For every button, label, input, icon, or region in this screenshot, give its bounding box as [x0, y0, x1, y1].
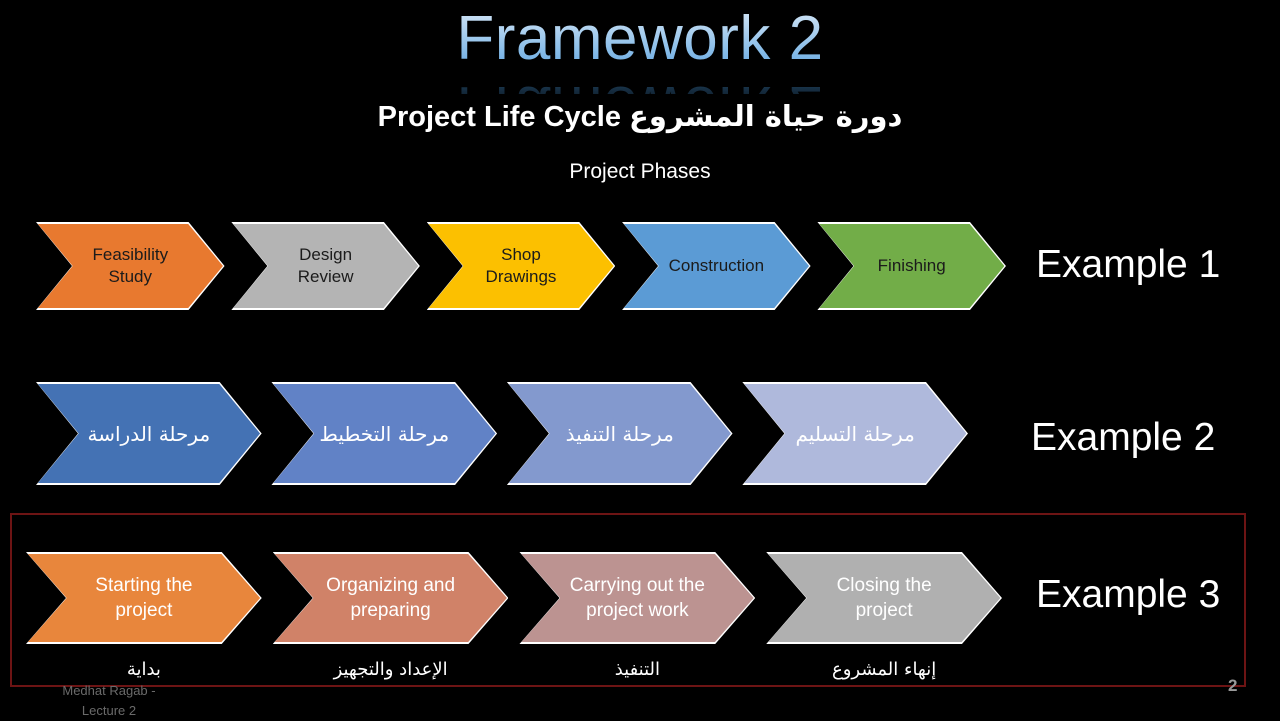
page-title: Framework 2: [0, 2, 1280, 76]
step-caption-1: بداية: [126, 659, 161, 680]
process-step-3-1[interactable]: Starting the project: [26, 552, 262, 644]
process-row-3: Starting the project Organizing and prepari…: [26, 552, 1002, 644]
step-label-line-2: project: [855, 600, 913, 621]
slide-title-block: Framework 2 Framework 2: [0, 2, 1280, 94]
process-step-2-3[interactable]: مرحلة التنفيذ: [506, 382, 733, 485]
step-label-line-1: مرحلة التنفيذ: [565, 421, 674, 446]
subtitle-arabic: دورة حياة المشروع: [629, 99, 903, 133]
step-label-line-2: Drawings: [485, 267, 557, 286]
row-label-example-2: Example 2: [1031, 416, 1216, 459]
step-label-line-2: Study: [108, 267, 153, 286]
process-row-2: مرحلة الدراسة مرحلة التخطيط مرحلة التنفيذ م…: [36, 382, 968, 485]
step-label: Carrying out the project work: [564, 573, 711, 623]
process-step-2-1[interactable]: مرحلة الدراسة: [36, 382, 262, 485]
process-step-3-4[interactable]: Closing the project: [766, 552, 1002, 644]
step-label-line-1: Carrying out the: [569, 575, 705, 596]
row-label-example-3: Example 3: [1036, 573, 1221, 616]
step-label-line-1: Organizing and: [326, 575, 456, 596]
process-step-1-5[interactable]: Finishing: [817, 222, 1006, 310]
subtitle-english: Project Life Cycle: [377, 101, 621, 133]
footer-line-2: Lecture 2: [81, 703, 137, 718]
step-label-line-1: Closing the: [836, 575, 932, 596]
highlight-box: [10, 513, 1246, 687]
step-label: مرحلة التخطيط: [313, 421, 455, 447]
step-label-line-1: مرحلة التخطيط: [319, 421, 450, 446]
step-label-line-1: Design: [299, 245, 353, 264]
step-label: Construction: [663, 255, 770, 277]
step-label: Closing the project: [831, 573, 938, 623]
page-number: 2: [1228, 676, 1238, 695]
step-label: Organizing and preparing: [320, 573, 461, 623]
process-step-3-2[interactable]: Organizing and preparing: [272, 552, 509, 644]
step-label: مرحلة الدراسة: [82, 421, 217, 447]
step-label-line-1: مرحلة التسليم: [795, 421, 915, 446]
process-step-2-2[interactable]: مرحلة التخطيط: [271, 382, 498, 485]
row-label-example-1: Example 1: [1036, 243, 1221, 286]
process-step-2-4[interactable]: مرحلة التسليم: [742, 382, 968, 485]
step-label: مرحلة التسليم: [790, 421, 921, 447]
step-label-line-1: Shop: [501, 245, 541, 264]
step-label-line-1: مرحلة الدراسة: [87, 421, 211, 446]
step-caption-3: التنفيذ: [614, 659, 661, 680]
step-label: مرحلة التنفيذ: [560, 421, 680, 447]
footer-credit: Medhat Ragab - Lecture 2: [14, 681, 204, 721]
process-step-3-3[interactable]: Carrying out the project work: [519, 552, 756, 644]
step-label-line-1: Starting the: [95, 575, 193, 596]
process-step-1-4[interactable]: Construction: [622, 222, 811, 310]
step-label-line-2: preparing: [350, 600, 431, 621]
subtitle: Project Life Cycle دورة حياة المشروع: [0, 97, 1280, 136]
step-label-line-2: project: [115, 600, 173, 621]
step-label: Finishing: [872, 255, 952, 277]
section-label: Project Phases: [569, 160, 711, 183]
step-label-line-1: Finishing: [877, 256, 946, 275]
footer-line-1: Medhat Ragab -: [62, 683, 156, 698]
step-label-line-2: project work: [586, 600, 689, 621]
step-label: Starting the project: [89, 573, 198, 623]
step-label-line-1: Construction: [668, 256, 765, 275]
step-label-line-2: Review: [297, 267, 354, 286]
step-caption-2: الإعداد والتجهيز: [333, 659, 448, 680]
step-label-line-1: Feasibility: [92, 245, 169, 264]
step-caption-4: إنهاء المشروع: [831, 659, 937, 680]
